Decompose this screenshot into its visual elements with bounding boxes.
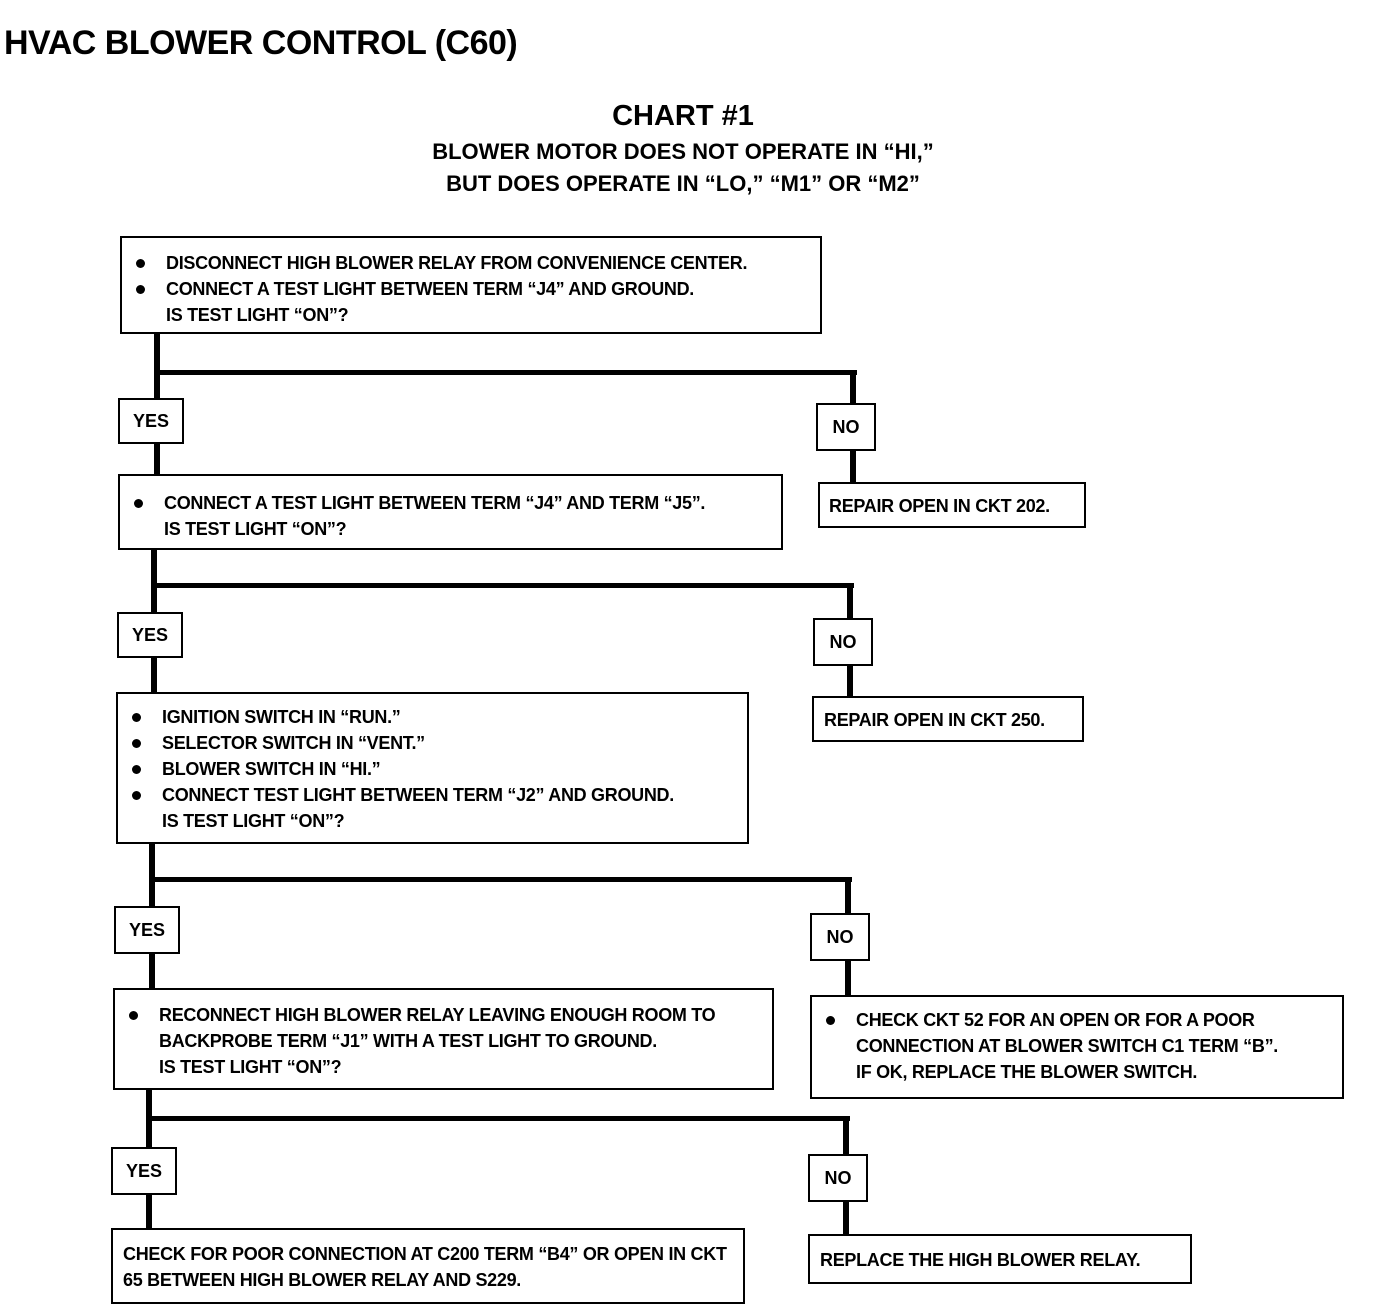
- step-2-box: CONNECT A TEST LIGHT BETWEEN TERM “J4” A…: [118, 474, 783, 550]
- page-title: HVAC BLOWER CONTROL (C60): [4, 24, 518, 62]
- step-1-yes-label: YES: [118, 398, 184, 444]
- step-3-bullet-3: BLOWER SWITCH IN “HI.”: [130, 756, 739, 782]
- step-3-no-result-bullet: CHECK CKT 52 FOR AN OPEN OR FOR A POOR C…: [824, 1007, 1332, 1059]
- step-4-box: RECONNECT HIGH BLOWER RELAY LEAVING ENOU…: [113, 988, 774, 1090]
- step-4-yes-label: YES: [111, 1147, 177, 1195]
- step-3-question: IS TEST LIGHT “ON”?: [162, 811, 345, 831]
- step-1-question: IS TEST LIGHT “ON”?: [166, 305, 349, 325]
- step-3-box: IGNITION SWITCH IN “RUN.” SELECTOR SWITC…: [116, 692, 749, 844]
- step-2-yes-label: YES: [117, 612, 183, 658]
- connector-line: [146, 1116, 850, 1121]
- chart-number: CHART #1: [612, 100, 754, 132]
- step-3-no-label: NO: [810, 913, 870, 961]
- step-4-question: IS TEST LIGHT “ON”?: [159, 1057, 342, 1077]
- step-4-no-label: NO: [808, 1154, 868, 1202]
- chart-subtitle-line-1: BLOWER MOTOR DOES NOT OPERATE IN “HI,”: [432, 139, 934, 164]
- connector-line: [149, 877, 852, 882]
- step-3-no-result-box: CHECK CKT 52 FOR AN OPEN OR FOR A POOR C…: [810, 995, 1344, 1099]
- step-3-bullet-2: SELECTOR SWITCH IN “VENT.”: [130, 730, 739, 756]
- connector-line: [151, 583, 854, 588]
- step-3-bullet-4: CONNECT TEST LIGHT BETWEEN TERM “J2” AND…: [130, 782, 739, 808]
- step-2-no-result-box: REPAIR OPEN IN CKT 250.: [812, 696, 1084, 742]
- connector-line: [154, 370, 857, 375]
- step-3-bullet-1: IGNITION SWITCH IN “RUN.”: [130, 704, 739, 730]
- chart-subtitle-line-2: BUT DOES OPERATE IN “LO,” “M1” OR “M2”: [446, 171, 920, 196]
- step-2-bullet-1: CONNECT A TEST LIGHT BETWEEN TERM “J4” A…: [132, 490, 771, 516]
- step-3-yes-label: YES: [114, 906, 180, 954]
- step-1-no-label: NO: [816, 403, 876, 451]
- step-4-yes-result-box: CHECK FOR POOR CONNECTION AT C200 TERM “…: [111, 1228, 745, 1304]
- step-3-no-result-followup: IF OK, REPLACE THE BLOWER SWITCH.: [856, 1062, 1198, 1082]
- step-1-box: DISCONNECT HIGH BLOWER RELAY FROM CONVEN…: [120, 236, 822, 334]
- step-1-no-result-box: REPAIR OPEN IN CKT 202.: [818, 482, 1086, 528]
- step-4-bullet-1: RECONNECT HIGH BLOWER RELAY LEAVING ENOU…: [127, 1002, 760, 1054]
- step-2-no-label: NO: [813, 618, 873, 666]
- step-1-bullet-2: CONNECT A TEST LIGHT BETWEEN TERM “J4” A…: [134, 276, 810, 302]
- step-1-bullet-1: DISCONNECT HIGH BLOWER RELAY FROM CONVEN…: [134, 250, 810, 276]
- step-4-no-result-box: REPLACE THE HIGH BLOWER RELAY.: [808, 1234, 1192, 1284]
- step-2-question: IS TEST LIGHT “ON”?: [164, 519, 347, 539]
